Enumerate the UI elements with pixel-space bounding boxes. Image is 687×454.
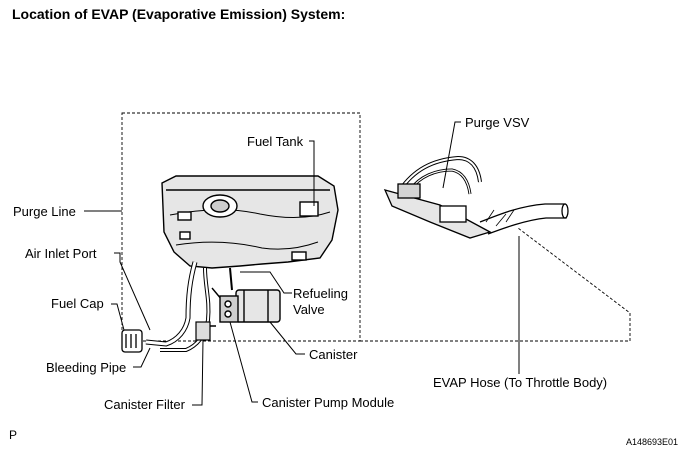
- filler-pipes-drawing: [145, 261, 233, 352]
- fuel-cap-drawing: [121, 329, 143, 353]
- air-inlet-port-leader: [114, 252, 151, 331]
- canister-filter-leader: [192, 339, 204, 406]
- label-purge-line: Purge Line: [13, 204, 76, 219]
- label-purge-vsv: Purge VSV: [465, 115, 530, 130]
- evap-hose-routing-dashed-line: [360, 227, 631, 342]
- fuel-cap-leader: [111, 303, 125, 331]
- label-air-inlet-port: Air Inlet Port: [25, 246, 97, 261]
- leader-lines: [84, 121, 520, 406]
- label-fuel-tank: Fuel Tank: [247, 134, 304, 149]
- fuel-tank-area-outline: [121, 112, 361, 342]
- refueling-valve-leader: [240, 271, 292, 294]
- label-canister: Canister: [309, 347, 358, 362]
- label-canister-filter: Canister Filter: [104, 397, 185, 412]
- label-fuel-cap: Fuel Cap: [51, 296, 104, 311]
- canister-leader: [269, 321, 305, 355]
- purge-vsv-leader: [442, 121, 461, 189]
- fuel-tank-leader: [309, 140, 315, 206]
- canister-filter-drawing: [195, 321, 211, 341]
- bleeding-pipe-leader: [133, 347, 151, 368]
- label-evap-hose: EVAP Hose (To Throttle Body): [433, 375, 608, 390]
- label-refueling-valve-line2: Valve: [293, 302, 325, 317]
- page-mark: P: [9, 428, 18, 442]
- label-bleeding-pipe: Bleeding Pipe: [46, 360, 127, 375]
- label-canister-pump-module: Canister Pump Module: [262, 395, 395, 410]
- purge-vsv-drawing: [383, 155, 569, 239]
- fuel-tank-drawing: [161, 175, 339, 269]
- canister-drawing: [219, 289, 281, 323]
- canister-pump-module-leader: [229, 321, 258, 403]
- figure-id: A148693E01: [626, 437, 679, 447]
- page-title: Location of EVAP (Evaporative Emission) …: [12, 6, 346, 22]
- label-refueling-valve-line1: Refueling: [293, 286, 348, 301]
